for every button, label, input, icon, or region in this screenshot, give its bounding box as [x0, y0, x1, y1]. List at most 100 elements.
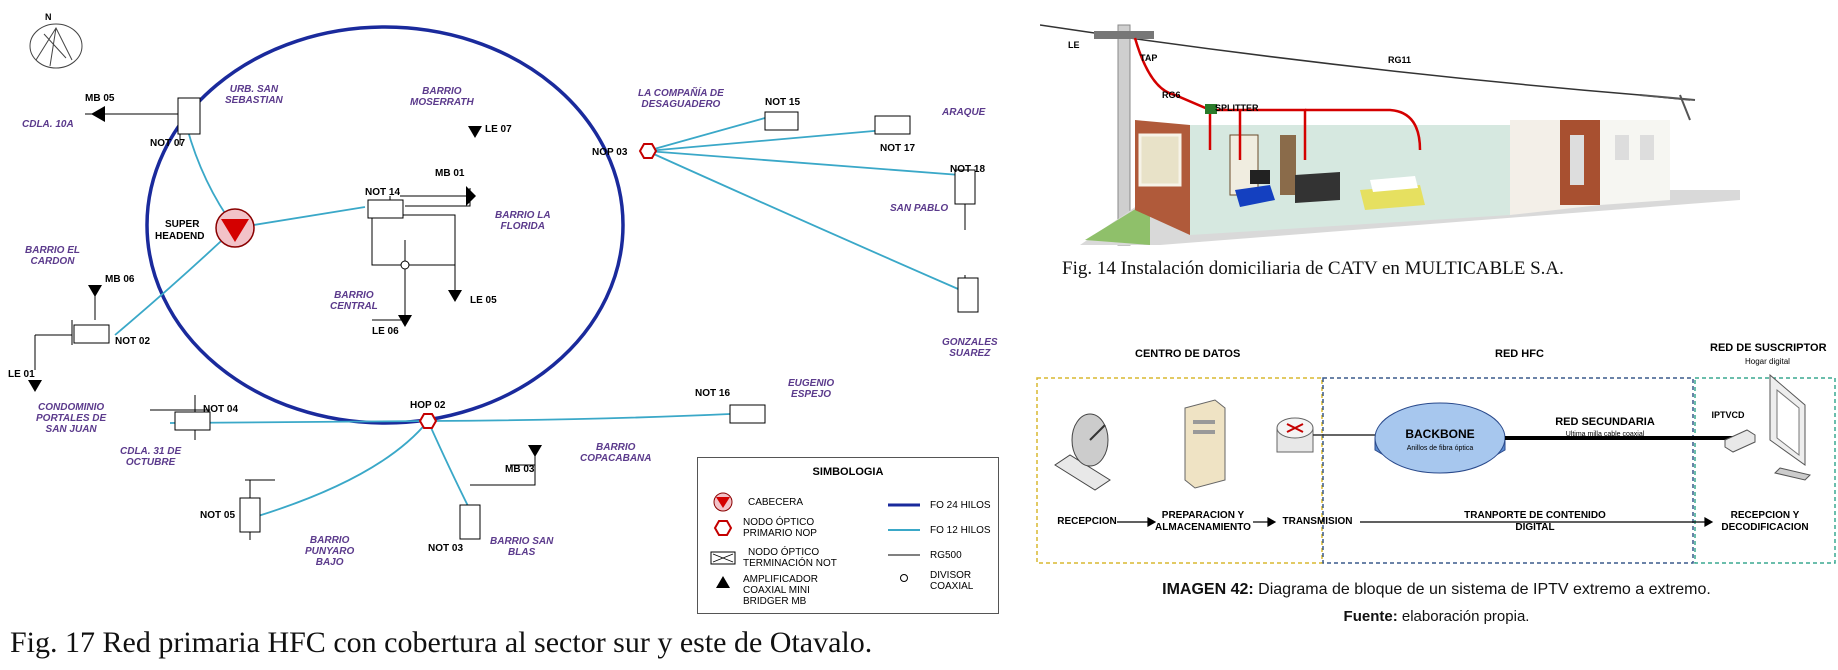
place-barrio-moserrath: BARRIO MOSERRATH — [410, 86, 474, 108]
not07-label: NOT 07 — [150, 138, 186, 149]
ultima-milla: Ultima milla cable coaxial — [1565, 431, 1645, 438]
le05-label: LE 05 — [470, 295, 497, 306]
rg6-label: RG6 — [1162, 90, 1181, 100]
place-la-compania: LA COMPAÑÍA DE DESAGUADERO — [638, 88, 724, 110]
legend-divisor-2: COAXIAL — [930, 581, 974, 592]
backbone-sub: Anillos de fibra óptica — [1406, 445, 1474, 452]
legend-rg500: RG500 — [930, 550, 962, 561]
hop02-label: HOP 02 — [410, 400, 446, 411]
step-recepcion-deco: RECEPCION Y DECODIFICACION — [1721, 510, 1809, 533]
compass-label: N — [45, 12, 52, 22]
legend-amp-1: AMPLIFICADOR — [743, 574, 819, 585]
tap-label: TAP — [1140, 53, 1158, 63]
red-secundaria: RED SECUNDARIA — [1555, 416, 1655, 428]
legend-amp-icon — [716, 576, 730, 588]
step-recepcion: RECEPCION — [1057, 516, 1117, 527]
place-barrio-la-florida: BARRIO LA FLORIDA — [495, 210, 551, 232]
legend-title: SIMBOLOGIA — [812, 466, 884, 478]
satellite-dish-icon — [1054, 413, 1111, 491]
legend-nodo-primario-2: PRIMARIO NOP — [743, 528, 817, 539]
not03-label: NOT 03 — [428, 543, 464, 554]
legend-nodo-term-2: TERMINACIÓN NOT — [743, 558, 837, 569]
iptv-blocks — [1036, 373, 1836, 564]
legend-amp-2: COAXIAL MINI — [743, 585, 810, 596]
headend-label-1: SUPER — [165, 219, 200, 230]
rg11-label: RG11 — [1388, 55, 1412, 65]
set-top-box-icon — [1724, 429, 1756, 453]
place-barrio-central: BARRIO CENTRAL — [330, 290, 378, 312]
img42-iptv-block-diagram: CENTRO DE DATOS RED HFC RED DE SUSCRIPTO… — [1035, 330, 1838, 670]
legend-fo12: FO 12 HILOS — [930, 525, 991, 536]
fig14-house-illustration: LE TAP RG11 RG6 SPLITTER Fig. 14 Instala… — [1040, 0, 1838, 300]
section-red-suscriptor: RED DE SUSCRIPTOR — [1710, 342, 1827, 354]
place-barrio-punyaro: BARRIO PUNYARO BAJO — [305, 535, 355, 568]
backbone-title: BACKBONE — [1405, 427, 1475, 441]
router-icon — [1276, 417, 1314, 453]
section-red-hfc: RED HFC — [1495, 348, 1544, 360]
fig17-caption: Fig. 17 Red primaria HFC con cobertura a… — [10, 626, 873, 659]
legend-amp-3: BRIDGER MB — [743, 596, 807, 607]
mb01-label: MB 01 — [435, 168, 465, 179]
place-cdla-31: CDLA. 31 DE OCTUBRE — [120, 446, 182, 468]
house-drawing — [1040, 24, 1740, 246]
not05-label: NOT 05 — [200, 510, 236, 521]
img42-source: Fuente: elaboración propia. — [1035, 608, 1838, 625]
le-label: LE — [1068, 40, 1080, 50]
not14-label: NOT 14 — [365, 187, 401, 198]
iptvcd-label: IPTVCD — [1711, 410, 1745, 420]
legend-fo24: FO 24 HILOS — [930, 500, 991, 511]
legend-cabecera: CABECERA — [748, 497, 804, 508]
step-transporte: TRANPORTE DE CONTENIDO DIGITAL — [1464, 510, 1606, 533]
legend-divisor-icon — [900, 574, 908, 582]
not02-label: NOT 02 — [115, 336, 151, 347]
place-barrio-el-cardon: BARRIO EL CARDON — [25, 245, 80, 267]
place-araque: ARAQUE — [942, 107, 986, 118]
hop02-node — [418, 413, 438, 429]
le06-label: LE 06 — [372, 326, 399, 337]
backbone-icon — [1374, 402, 1506, 474]
place-barrio-copacabana: BARRIO COPACABANA — [580, 442, 652, 464]
mb06-label: MB 06 — [105, 274, 135, 285]
not15-label: NOT 15 — [765, 97, 801, 108]
headend-label-2: HEADEND — [155, 231, 205, 242]
super-headend-icon — [215, 208, 255, 248]
legend: SIMBOLOGIA CABECERA NODO ÓPTICO PRIMARIO… — [697, 457, 999, 614]
section-centro-datos: CENTRO DE DATOS — [1135, 348, 1241, 360]
fig14-caption: Fig. 14 Instalación domiciliaria de CATV… — [1062, 258, 1564, 279]
mb05-label: MB 05 — [85, 93, 115, 104]
legend-nodo-term-1: NODO ÓPTICO — [748, 547, 820, 558]
not17-label: NOT 17 — [880, 143, 916, 154]
fo24-ring — [145, 25, 625, 425]
not16-label: NOT 16 — [695, 388, 731, 399]
nop03-label: NOP 03 — [592, 147, 628, 158]
not18-label: NOT 18 — [950, 164, 986, 175]
not04-label: NOT 04 — [203, 404, 239, 415]
le01-label: LE 01 — [8, 369, 35, 380]
img42-caption-rest: Diagrama de bloque de un sistema de IPTV… — [1253, 581, 1711, 598]
place-barrio-san-blas: BARRIO SAN BLAS — [490, 536, 554, 558]
step-transmision: TRANSMISION — [1282, 516, 1353, 527]
legend-nodo-primario-1: NODO ÓPTICO — [743, 517, 815, 528]
le07-label: LE 07 — [485, 124, 512, 135]
place-cdla10a: CDLA. 10A — [22, 119, 74, 130]
compass-icon — [29, 23, 83, 69]
monitor-icon — [1769, 373, 1811, 481]
place-urb-san-sebastian: URB. SAN SEBASTIAN — [225, 84, 283, 106]
splitter-label: SPLITTER — [1215, 103, 1259, 113]
img42-caption: IMAGEN 42: Diagrama de bloque de un sist… — [1035, 581, 1838, 599]
legend-nop-icon — [713, 520, 733, 536]
legend-divisor-1: DIVISOR — [930, 570, 972, 581]
step-preparacion: PREPARACION Y ALMACENAMIENTO — [1155, 510, 1251, 533]
place-condominio: CONDOMINIO PORTALES DE SAN JUAN — [36, 402, 107, 435]
legend-symbols — [710, 492, 920, 588]
place-san-pablo: SAN PABLO — [890, 203, 949, 214]
img42-caption-bold: IMAGEN 42: — [1162, 581, 1254, 598]
img42-source-rest: elaboración propia. — [1397, 608, 1530, 625]
mb03-label: MB 03 — [505, 464, 535, 475]
server-icon — [1184, 399, 1226, 489]
fig17-network-diagram: MB 05 NOT 07 NOT 14 MB 01 LE 07 LE 05 LE… — [8, 12, 999, 659]
place-gonzales-suarez: GONZALES SUAREZ — [942, 337, 998, 359]
place-eugenio-espejo: EUGENIO ESPEJO — [788, 378, 835, 400]
img42-source-bold: Fuente: — [1343, 608, 1398, 625]
nop03-node — [638, 143, 658, 159]
